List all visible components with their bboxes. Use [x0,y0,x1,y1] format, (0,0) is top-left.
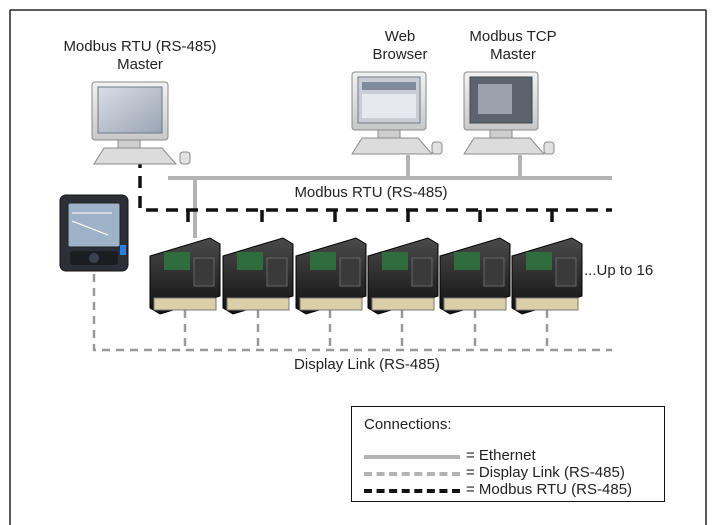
display-unit-icon [59,194,129,272]
connections-legend: Connections: = Ethernet = Display Link (… [351,406,665,502]
rtu-master-label-line1: Modbus RTU (RS-485) [63,38,217,55]
web-browser-label-line2: Browser [372,46,428,63]
meter-modules [149,237,583,315]
computer-tcp-master-icon [463,71,555,155]
legend-text-ethernet: = Ethernet [466,447,536,464]
tcp-master-label: Modbus TCP Master [458,28,568,64]
computer-rtu-master-icon [91,81,191,165]
modbus-rtu-bus-label: Modbus RTU (RS-485) [294,184,448,201]
meter-module-1-icon [149,237,221,315]
legend-swatch-ethernet [364,455,460,459]
meter-module-2-icon [222,237,294,315]
meter-module-6-icon [511,237,583,315]
rtu-master-label: Modbus RTU (RS-485) Master [52,38,228,74]
computer-web-browser-icon [351,71,443,155]
ethernet-bus [168,155,612,238]
tcp-master-label-line1: Modbus TCP [469,28,557,45]
meter-module-5-icon [439,237,511,315]
legend-swatch-display-link [364,472,460,476]
up-to-16-label: ...Up to 16 [584,262,654,279]
legend-text-display-link: = Display Link (RS-485) [466,464,625,481]
display-link-bus [92,274,612,352]
legend-swatch-modbus-rtu [364,489,460,493]
legend-title: Connections: [364,416,452,433]
legend-text-modbus-rtu: = Modbus RTU (RS-485) [466,481,633,498]
modbus-rtu-bus [138,156,612,228]
web-browser-label: Web Browser [355,28,445,64]
rtu-master-label-line2: Master [117,56,163,73]
display-link-label: Display Link (RS-485) [294,356,440,373]
meter-module-4-icon [367,237,439,315]
tcp-master-label-line2: Master [490,46,536,63]
web-browser-label-line1: Web [384,28,416,45]
meter-module-3-icon [295,237,367,315]
